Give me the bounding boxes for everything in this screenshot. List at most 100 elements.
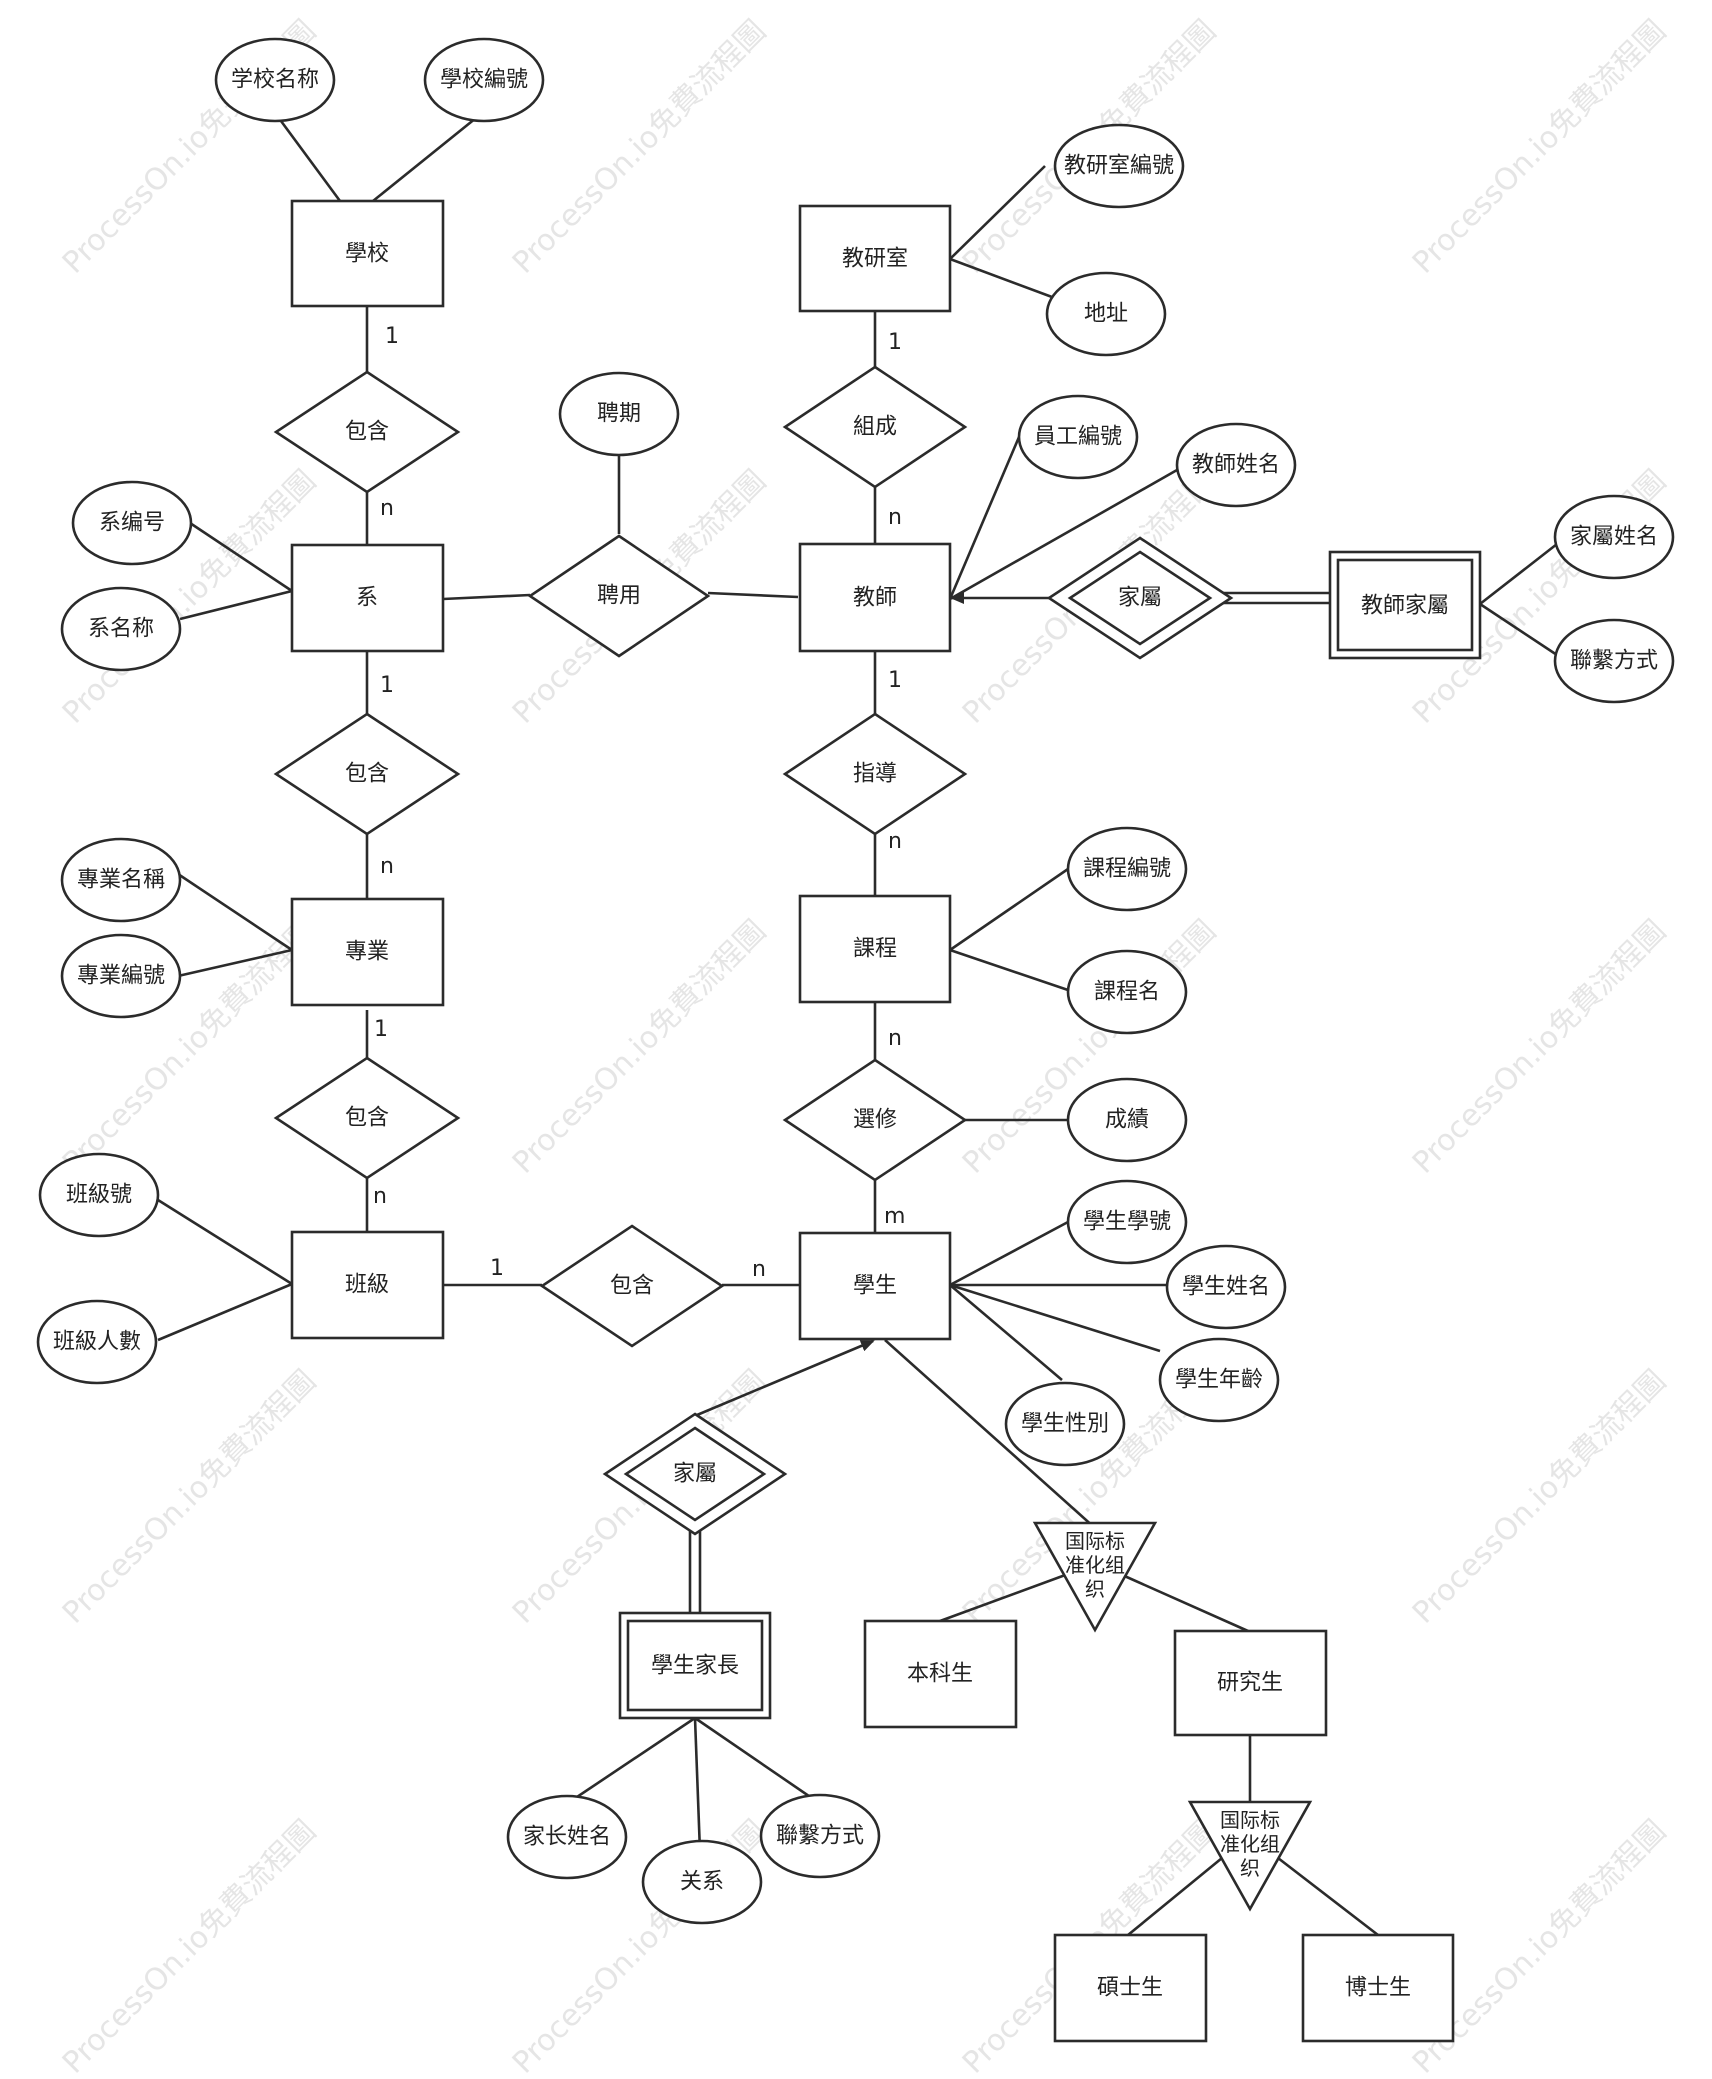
attribute-school-name[interactable]: 学校名称 xyxy=(214,37,336,123)
entity-label: 博士生 xyxy=(1345,1976,1411,2001)
edge xyxy=(707,591,799,599)
isa-label-line: 织 xyxy=(1085,1577,1105,1601)
attribute-family-name[interactable]: 家屬姓名 xyxy=(1553,494,1675,580)
relationship-compose[interactable]: 組成 xyxy=(782,365,968,489)
edge xyxy=(693,1717,702,1853)
attribute-label: 教師姓名 xyxy=(1192,453,1280,478)
attribute-label: 學生學號 xyxy=(1083,1210,1171,1235)
attribute-label: 學生性別 xyxy=(1021,1412,1109,1437)
attribute-stu-gender[interactable]: 學生性別 xyxy=(1004,1381,1126,1467)
relationship-student-family[interactable]: 家屬 xyxy=(602,1412,788,1536)
edges xyxy=(157,116,1558,1937)
attribute-parent-contact[interactable]: 聯繫方式 xyxy=(759,1793,881,1879)
attribute-emp-no[interactable]: 員工編號 xyxy=(1017,394,1139,480)
attribute-ellipse xyxy=(1553,618,1675,704)
attribute-family-contact[interactable]: 聯繫方式 xyxy=(1553,618,1675,704)
attribute-parent-name[interactable]: 家长姓名 xyxy=(506,1794,628,1880)
edge xyxy=(1479,542,1558,606)
entity-box xyxy=(798,204,952,313)
attribute-school-no[interactable]: 學校編號 xyxy=(423,37,545,123)
attribute-ellipse xyxy=(506,1794,628,1880)
attribute-stu-no[interactable]: 學生學號 xyxy=(1066,1179,1188,1265)
attribute-course-no[interactable]: 課程編號 xyxy=(1066,826,1188,912)
attribute-label: 學校編號 xyxy=(440,68,528,93)
attribute-label: 學生姓名 xyxy=(1182,1275,1270,1300)
relationship-diamond xyxy=(273,370,461,494)
attribute-stu-name[interactable]: 學生姓名 xyxy=(1165,1244,1287,1330)
attribute-label: 專業編號 xyxy=(77,964,165,989)
attribute-label: 系编号 xyxy=(99,511,165,536)
attribute-ellipse xyxy=(1165,1244,1287,1330)
attribute-label: 聯繫方式 xyxy=(776,1824,864,1849)
entity-major[interactable]: 專業 xyxy=(290,897,445,1007)
edge xyxy=(564,1716,696,1807)
attribute-label: 关系 xyxy=(680,1870,724,1895)
relationship-label: 家屬 xyxy=(673,1462,717,1487)
cardinality-label: n xyxy=(888,829,902,854)
relationship-major-class[interactable]: 包含 xyxy=(273,1056,461,1180)
relationship-class-student[interactable]: 包含 xyxy=(539,1224,725,1348)
isa-grad[interactable]: 国际标 准化组 织 xyxy=(1187,1800,1313,1912)
entity-course[interactable]: 課程 xyxy=(798,894,952,1004)
relationship-teacher-family[interactable]: 家屬 xyxy=(1046,536,1234,660)
attribute-ellipse xyxy=(759,1793,881,1879)
entity-undergrad[interactable]: 本科生 xyxy=(863,1619,1018,1729)
relationship-school-dept[interactable]: 包含 xyxy=(273,370,461,494)
entity-box xyxy=(1053,1933,1208,2043)
entity-grad[interactable]: 研究生 xyxy=(1173,1629,1328,1737)
attribute-grade[interactable]: 成績 xyxy=(1066,1077,1188,1163)
entity-box xyxy=(290,199,445,308)
attribute-teacher-name[interactable]: 教師姓名 xyxy=(1175,422,1297,508)
attribute-class-size[interactable]: 班級人數 xyxy=(36,1299,158,1385)
attribute-term[interactable]: 聘期 xyxy=(558,371,680,457)
entity-master[interactable]: 碩士生 xyxy=(1053,1933,1208,2043)
attribute-label: 員工編號 xyxy=(1034,425,1122,450)
attribute-lab-addr[interactable]: 地址 xyxy=(1045,271,1167,357)
attribute-relation[interactable]: 关系 xyxy=(641,1839,763,1925)
attribute-course-name[interactable]: 課程名 xyxy=(1066,949,1188,1035)
attribute-label: 班級號 xyxy=(66,1183,132,1208)
entity-lab[interactable]: 教研室 xyxy=(798,204,952,313)
entity-box xyxy=(863,1619,1018,1729)
attribute-ellipse xyxy=(1017,394,1139,480)
entity-student[interactable]: 學生 xyxy=(798,1231,952,1341)
isa-label-line: 准化组 xyxy=(1065,1553,1125,1577)
attribute-ellipse xyxy=(1066,1077,1188,1163)
attribute-major-name[interactable]: 專業名稱 xyxy=(60,837,182,923)
attribute-label: 学校名称 xyxy=(231,68,319,93)
entity-parent[interactable]: 學生家長 xyxy=(618,1611,772,1720)
attribute-dept-no[interactable]: 系编号 xyxy=(71,480,193,566)
entity-dept[interactable]: 系 xyxy=(290,543,445,653)
edge-arrow xyxy=(696,1339,875,1417)
entity-school[interactable]: 學校 xyxy=(290,199,445,308)
attribute-major-no[interactable]: 專業編號 xyxy=(60,933,182,1019)
cardinality-label: n xyxy=(752,1257,766,1282)
entity-box xyxy=(290,1230,445,1340)
entity-class[interactable]: 班級 xyxy=(290,1230,445,1340)
attribute-class-no[interactable]: 班級號 xyxy=(38,1152,160,1238)
relationship-hire[interactable]: 聘用 xyxy=(527,534,711,658)
entity-phd[interactable]: 博士生 xyxy=(1301,1933,1455,2043)
entity-teacher[interactable]: 教師 xyxy=(798,542,952,653)
cardinality-label: n xyxy=(373,1184,387,1209)
relationship-diamond xyxy=(273,1056,461,1180)
relationship-elective[interactable]: 選修 xyxy=(782,1058,968,1182)
entity-teacher-family[interactable]: 教師家屬 xyxy=(1328,550,1482,660)
attribute-dept-name[interactable]: 系名称 xyxy=(60,586,182,672)
edge xyxy=(884,1339,1096,1529)
relationship-dept-major[interactable]: 包含 xyxy=(273,712,461,836)
relationship-label: 組成 xyxy=(853,415,897,440)
attribute-label: 地址 xyxy=(1084,302,1128,327)
attribute-label: 班級人數 xyxy=(53,1330,141,1355)
edge xyxy=(442,593,531,601)
attribute-stu-age[interactable]: 學生年齡 xyxy=(1158,1337,1280,1423)
attribute-lab-no[interactable]: 教研室編號 xyxy=(1053,123,1185,209)
isa-student[interactable]: 国际标 准化组 织 xyxy=(1032,1521,1158,1633)
edge xyxy=(1277,1856,1379,1937)
edge xyxy=(949,165,1046,260)
attribute-label: 課程名 xyxy=(1094,980,1160,1005)
entity-box xyxy=(798,542,952,653)
cardinality-labels: 1 n 1 n 1 n 1 n 1 n 1 n n m xyxy=(373,324,905,1282)
relationship-guide[interactable]: 指導 xyxy=(782,712,968,836)
